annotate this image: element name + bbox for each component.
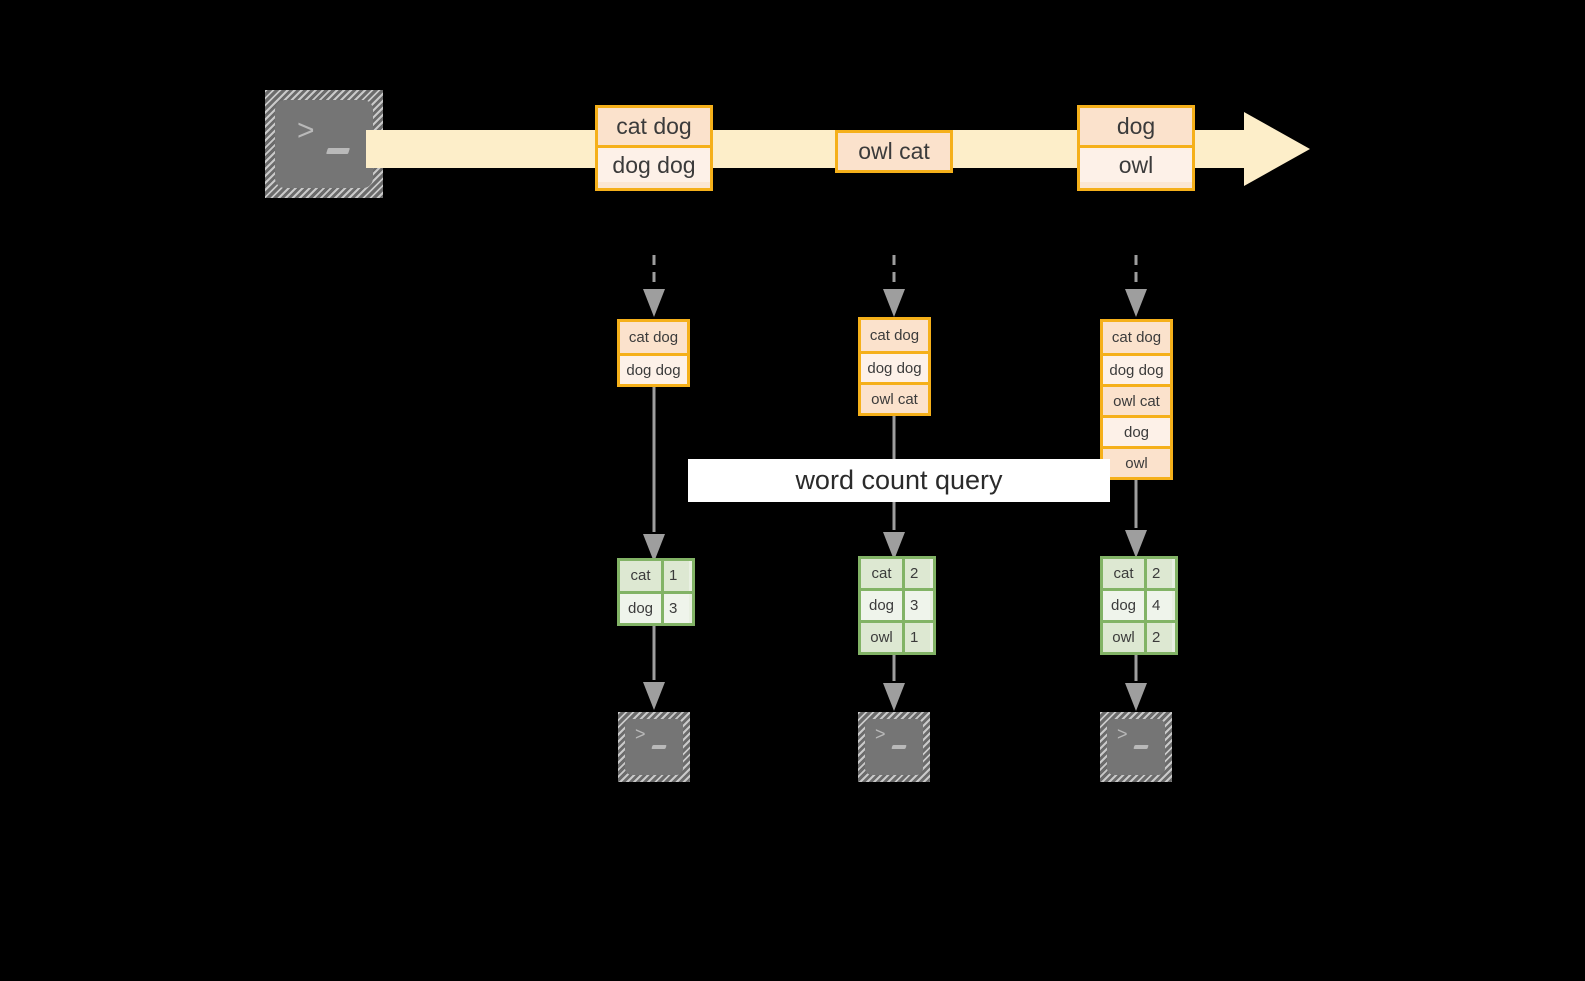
result-table-1-row-2-key: dog [620,593,664,623]
stream-record-1: cat dog dog dog [595,105,713,191]
query-label-band: word count query [688,459,1110,502]
result-table-3-row-3-count: 2 [1147,623,1172,652]
connector-buffer-3-to-result-3 [1122,480,1150,558]
terminal-prompt-chevron: > [875,724,886,744]
source-terminal-icon: > [265,90,383,198]
result-table-3-row-2-key: dog [1103,591,1147,620]
stream-record-2: owl cat [835,130,953,173]
result-table-1-row-2: dog 3 [620,590,692,623]
connector-stream-to-buffer-3 [1122,255,1150,317]
result-table-3-row-1: cat 2 [1103,559,1175,588]
buffer-snapshot-2-line-1: cat dog [861,320,928,351]
result-table-2-row-3-count: 1 [905,623,930,652]
source-terminal-body: > [275,100,373,188]
sink-terminal-body-3: > [1107,719,1165,775]
result-table-2-row-1: cat 2 [861,559,933,588]
buffer-snapshot-3-line-5: owl [1103,446,1170,477]
connector-buffer-1-to-result-1-wrap [640,387,668,562]
result-table-3-row-2: dog 4 [1103,588,1175,620]
buffer-snapshot-3: cat dog dog dog owl cat dog owl [1100,319,1173,480]
buffer-snapshot-1-line-1: cat dog [620,322,687,353]
connector-result-1-to-sink-1 [640,626,668,710]
result-table-1-row-1: cat 1 [620,561,692,591]
terminal-prompt-cursor [1133,745,1149,749]
terminal-prompt-cursor [651,745,667,749]
result-table-3-row-2-count: 4 [1147,591,1172,620]
buffer-snapshot-3-line-2: dog dog [1103,353,1170,384]
terminal-prompt-chevron: > [635,724,646,744]
sink-terminal-icon-1: > [618,712,690,782]
terminal-prompt-chevron: > [297,114,315,147]
terminal-prompt-chevron: > [1117,724,1128,744]
result-table-1: cat 1 dog 3 [617,558,695,626]
buffer-snapshot-1-line-2: dog dog [620,353,687,384]
result-table-2-row-2-count: 3 [905,591,930,620]
query-label-text: word count query [795,465,1003,495]
stream-record-3-line-1: dog [1080,108,1192,145]
result-table-3-row-1-count: 2 [1147,559,1172,588]
result-table-2: cat 2 dog 3 owl 1 [858,556,936,655]
buffer-snapshot-2-line-3: owl cat [861,382,928,413]
result-table-2-row-3: owl 1 [861,620,933,652]
connector-stream-to-buffer-2 [880,255,908,317]
result-table-2-row-1-count: 2 [905,559,930,588]
result-table-1-row-1-count: 1 [664,561,689,591]
buffer-snapshot-2-line-2: dog dog [861,351,928,382]
buffer-snapshot-1: cat dog dog dog [617,319,690,387]
result-table-3-row-3-key: owl [1103,623,1147,652]
sink-terminal-icon-3: > [1100,712,1172,782]
terminal-prompt-cursor [891,745,907,749]
result-table-2-row-2: dog 3 [861,588,933,620]
result-table-3-row-3: owl 2 [1103,620,1175,652]
stream-record-1-line-1: cat dog [598,108,710,145]
result-table-1-row-2-count: 3 [664,593,689,623]
stream-record-3: dog owl [1077,105,1195,191]
stream-record-2-line-1: owl cat [838,133,950,170]
result-table-2-row-2-key: dog [861,591,905,620]
result-table-3-row-1-key: cat [1103,559,1147,588]
sink-terminal-icon-2: > [858,712,930,782]
result-table-1-row-1-key: cat [620,561,664,591]
buffer-snapshot-3-line-1: cat dog [1103,322,1170,353]
buffer-snapshot-2: cat dog dog dog owl cat [858,317,931,416]
sink-terminal-body-2: > [865,719,923,775]
result-table-3: cat 2 dog 4 owl 2 [1100,556,1178,655]
result-table-2-row-3-key: owl [861,623,905,652]
stream-record-3-line-2: owl [1080,145,1192,182]
connector-result-2-to-sink-2 [880,655,908,711]
sink-terminal-body-1: > [625,719,683,775]
connector-stream-to-buffer-1 [640,255,668,317]
buffer-snapshot-3-line-4: dog [1103,415,1170,446]
buffer-snapshot-3-line-3: owl cat [1103,384,1170,415]
connector-result-3-to-sink-3 [1122,655,1150,711]
terminal-prompt-cursor [326,148,350,154]
result-table-2-row-1-key: cat [861,559,905,588]
stream-record-1-line-2: dog dog [598,145,710,182]
